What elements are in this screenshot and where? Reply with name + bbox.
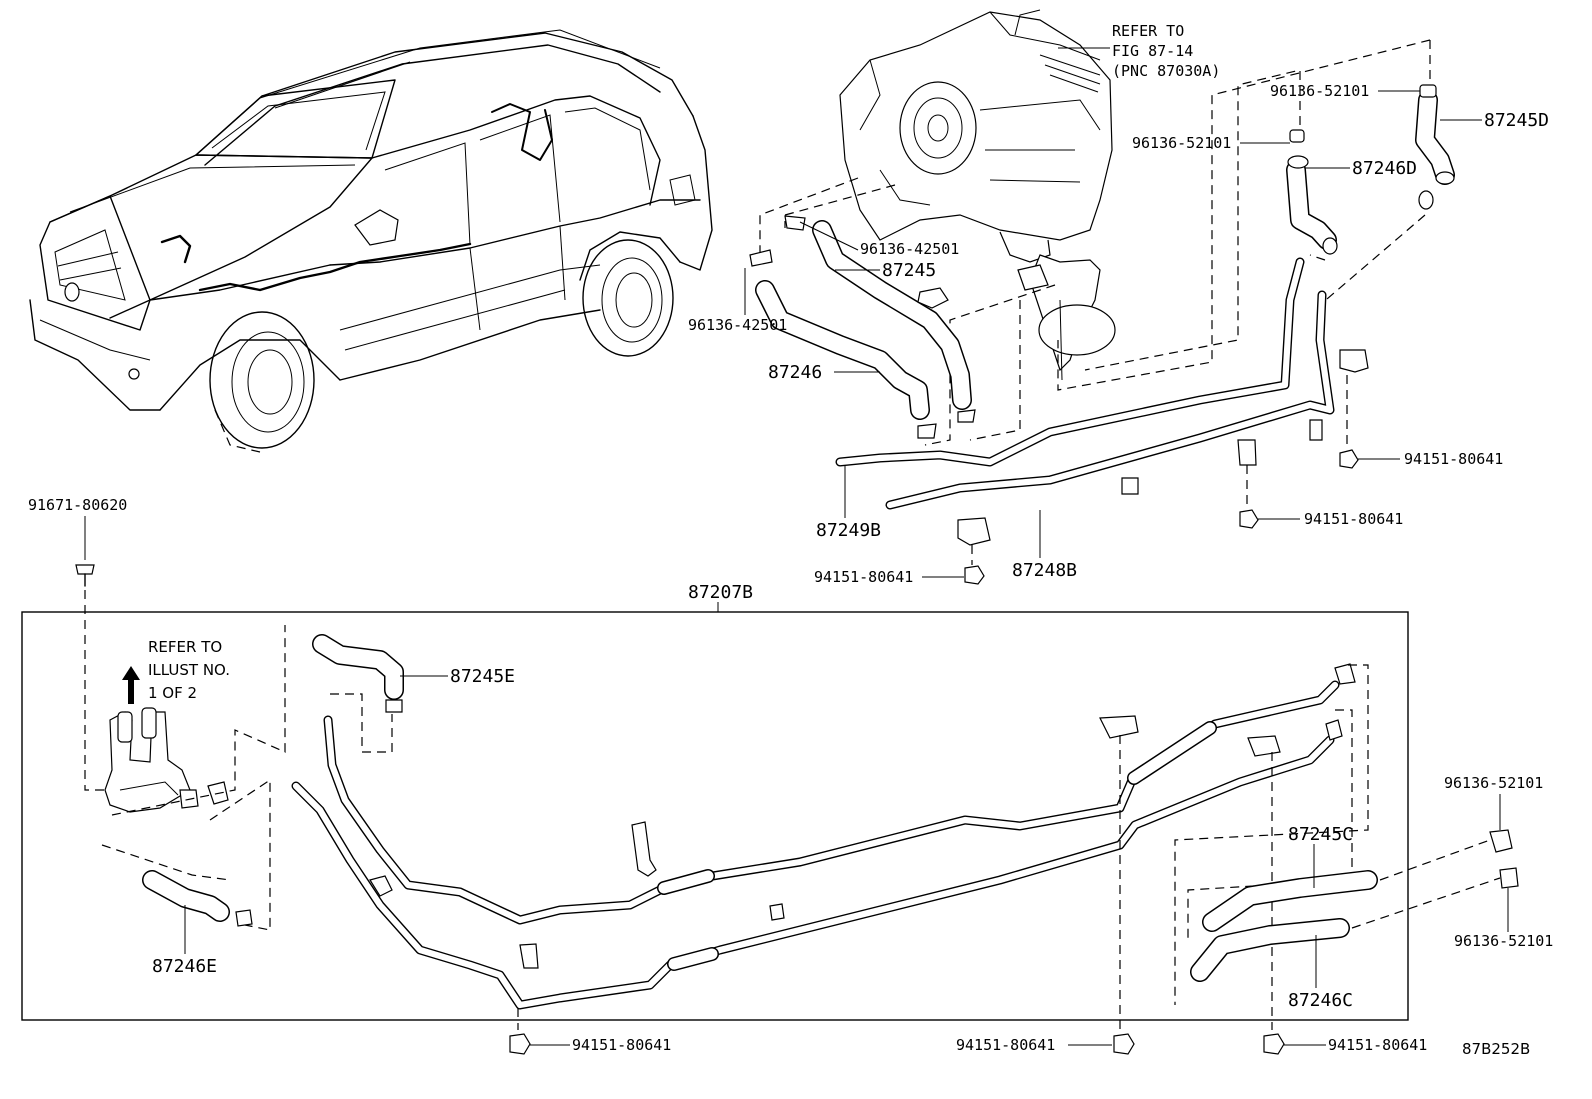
label-94151-80641-d: 94151-80641 [572,1036,671,1054]
label-87249B: 87249B [816,520,881,541]
label-87246E: 87246E [152,956,217,977]
label-87246: 87246 [768,362,822,383]
label-87246D: 87246D [1352,158,1417,179]
valve-reference-line-1: REFER TO [148,638,222,656]
lower-assembly-87207B: 87207B 91671-80620 REFER TO ILLUST NO. 1… [21,496,1501,1030]
label-96136-52101-r1: 96136-52101 [1444,774,1543,792]
heater-unit-reference-note: REFER TO FIG 87-14 (PNC 87030A) [1058,22,1220,80]
label-96136-42501-a: 96136-42501 [860,240,959,258]
label-87248B: 87248B [1012,560,1077,581]
label-94151-80641-e: 94151-80641 [956,1036,1055,1054]
label-91671-80620: 91671-80620 [28,496,127,514]
label-96136-52101-top1: 96136-52101 [1270,82,1369,100]
upper-labels: 96136-52101 87245D 96136-52101 87246D 96… [688,82,1549,586]
label-87245: 87245 [882,260,936,281]
reference-line-3: (PNC 87030A) [1112,62,1220,80]
vehicle-illustration [29,29,713,453]
label-96136-52101-r2: 96136-52101 [1454,932,1553,950]
label-94151-80641-f: 94151-80641 [1328,1036,1427,1054]
upper-piping-group [749,39,1455,585]
label-94151-80641-c: 94151-80641 [814,568,913,586]
label-96136-52101-top2: 96136-52101 [1132,134,1231,152]
valve-reference-line-3: 1 OF 2 [148,684,197,702]
bottom-nuts: 94151-80641 94151-80641 94151-80641 87B2… [509,1033,1530,1058]
label-87207B: 87207B [688,582,753,603]
label-87246C: 87246C [1288,990,1353,1011]
label-87245E: 87245E [450,666,515,687]
label-87245C: 87245C [1288,824,1353,845]
up-arrow-icon [122,666,140,704]
reference-line-1: REFER TO [1112,22,1184,40]
label-94151-80641-a: 94151-80641 [1404,450,1503,468]
illustration-id: 87B252B [1462,1040,1530,1058]
heater-radiator-unit [839,9,1116,381]
valve-reference-line-2: ILLUST NO. [148,661,230,679]
label-87245D: 87245D [1484,110,1549,131]
label-94151-80641-b: 94151-80641 [1304,510,1403,528]
reference-line-2: FIG 87-14 [1112,42,1193,60]
right-clamps: 96136-52101 96136-52101 [1444,774,1553,950]
label-96136-42501-b: 96136-42501 [688,316,787,334]
